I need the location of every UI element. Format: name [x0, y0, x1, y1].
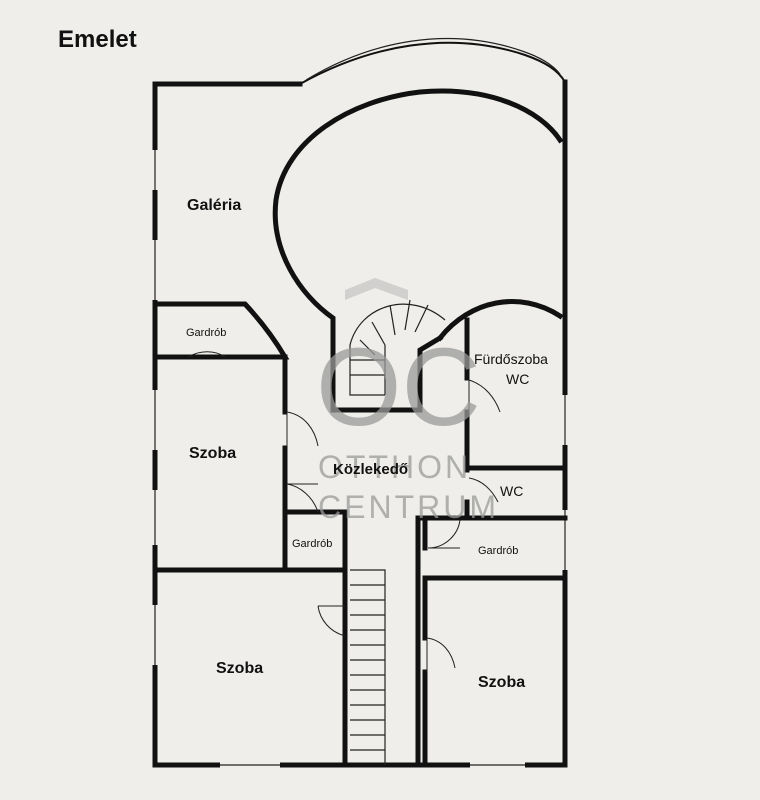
label-kozlekedo: Közlekedő	[333, 461, 408, 478]
label-gardrob-right: Gardrób	[478, 545, 518, 557]
otthon-centrum-watermark: OC OTTHON CENTRUM	[316, 278, 499, 525]
right-rooms-walls	[415, 317, 568, 768]
gardrob-center-walls	[282, 483, 348, 573]
room-labels: Galéria Gardrób Szoba Közlekedő Fürdőszo…	[186, 197, 548, 691]
floor-title: Emelet	[58, 26, 137, 53]
label-gardrob-center: Gardrób	[292, 538, 332, 550]
label-szoba-left: Szoba	[189, 445, 236, 462]
watermark-logo: OC	[316, 326, 481, 449]
stair-void	[330, 299, 564, 413]
label-gardrob-top: Gardrób	[186, 327, 226, 339]
label-wc: WC	[500, 483, 523, 499]
straight-stair	[317, 517, 421, 768]
windows	[152, 150, 568, 768]
label-furdoszoba-wc: WC	[506, 371, 529, 387]
label-szoba-bottom-left: Szoba	[216, 660, 263, 677]
label-szoba-bottom-right: Szoba	[478, 674, 525, 691]
szoba-left-walls	[152, 354, 348, 573]
label-furdoszoba: Fürdőszoba	[474, 351, 548, 367]
watermark-line2: CENTRUM	[318, 489, 499, 525]
watermark-line1: OTTHON	[318, 449, 471, 485]
gallery-void-outline	[272, 88, 564, 413]
label-galeria: Galéria	[187, 197, 241, 214]
